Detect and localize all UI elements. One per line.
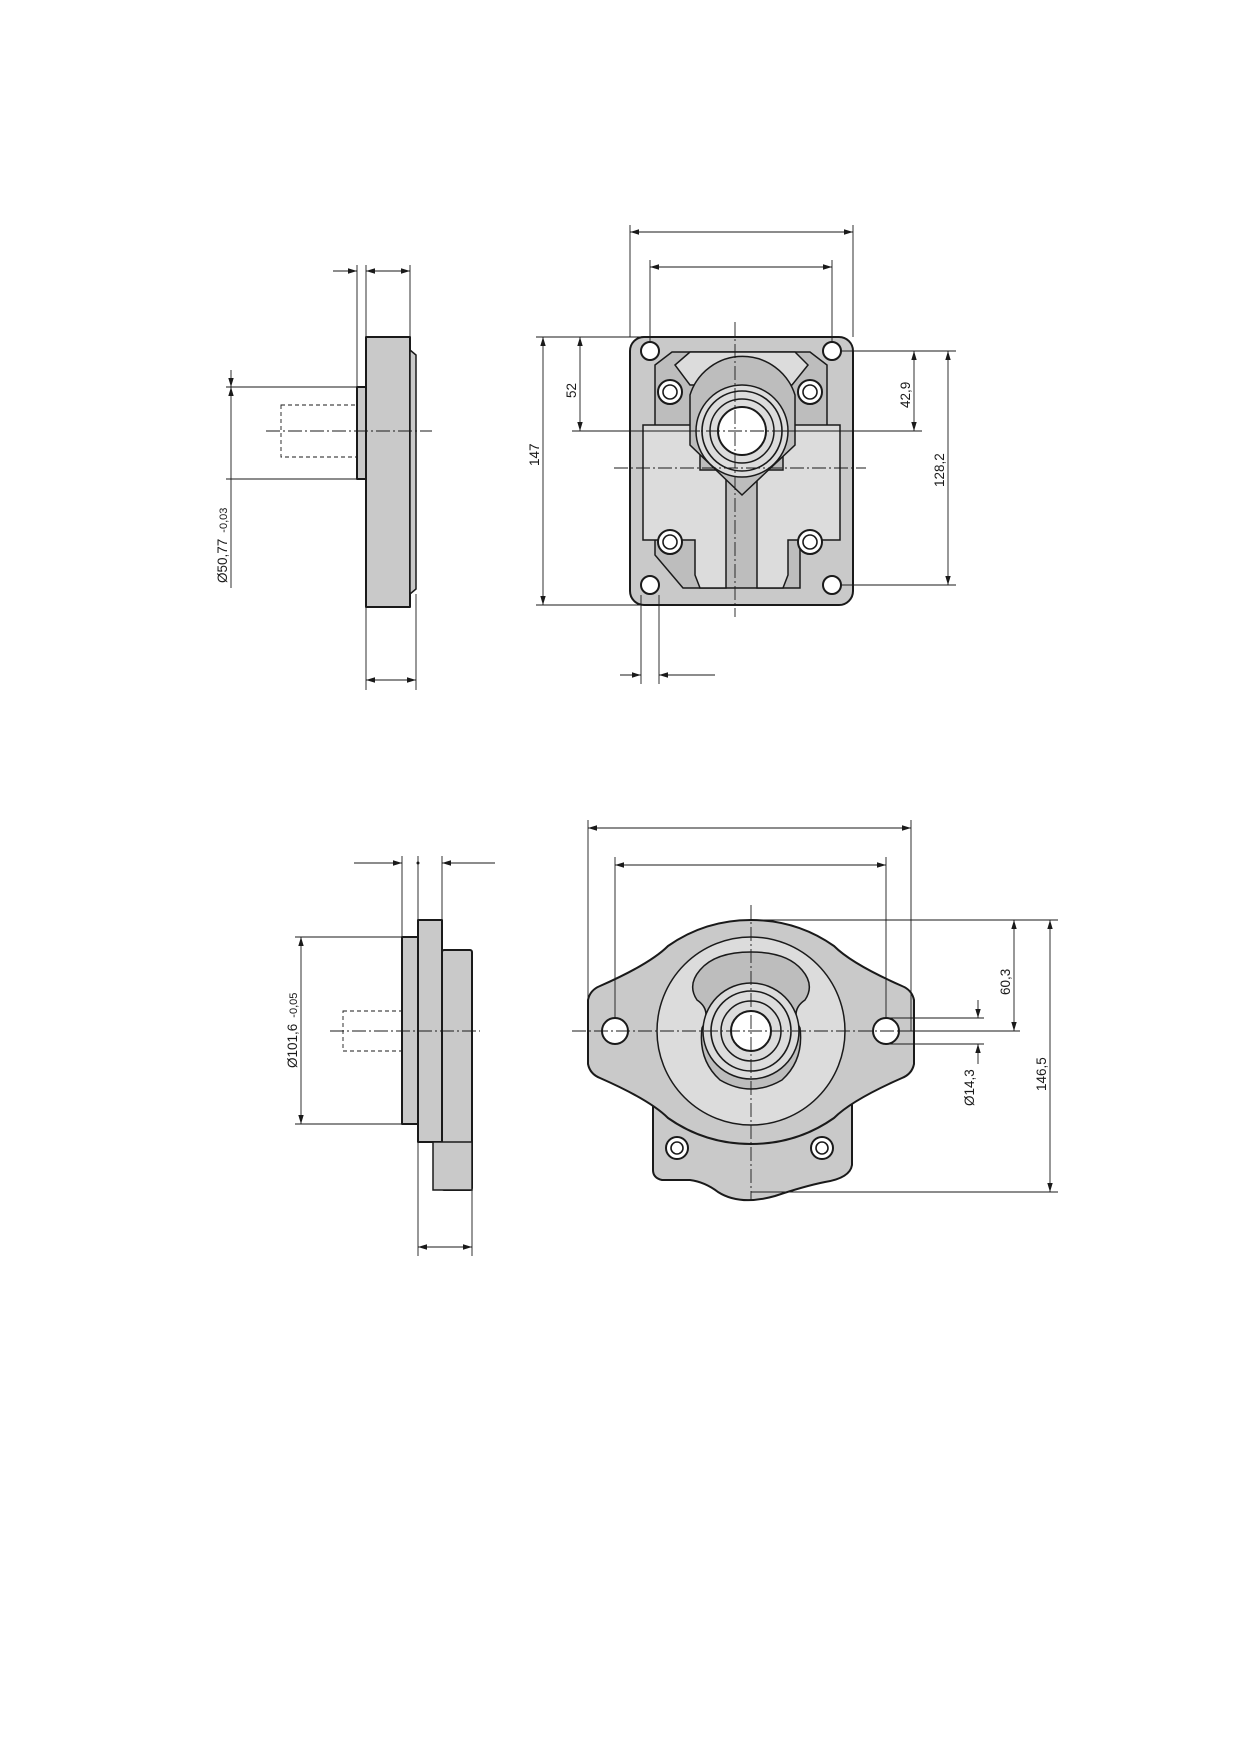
thread-hole-ur (797, 379, 823, 405)
mount-hole-tl (640, 341, 660, 361)
hole-spacing-label: 128,2 (932, 453, 947, 487)
total-height-label: 146,5 (1034, 1057, 1049, 1091)
top-side-view: Ø50,77-0,03 (215, 265, 432, 690)
thread-hole-lr (797, 529, 823, 555)
thread-hole-left-inner (670, 1141, 684, 1155)
flange-chamfer (409, 348, 417, 596)
top-front-view: 147 52 42,9 128,2 (527, 225, 956, 684)
mount-hole-br (822, 575, 842, 595)
hole-diameter-label: Ø14,3 (962, 1069, 977, 1106)
offset-label: 52 (564, 383, 579, 398)
pilot-ring (401, 936, 419, 1125)
flange-plate (365, 336, 411, 608)
mount-hole-bl (640, 575, 660, 595)
bottom-front-view: 60,3 Ø14,3 146,5 (572, 820, 1058, 1202)
thread-hole-ll (657, 529, 683, 555)
bottom-side-view: Ø101,6-0,05 (285, 856, 495, 1256)
mount-hole-tr (822, 341, 842, 361)
thread-hole-right (810, 1136, 834, 1160)
thread-hole-ul (657, 379, 683, 405)
hidden-bore (342, 1010, 403, 1052)
thread-hole-ll-inner (662, 534, 678, 550)
pilot-diameter-label: Ø101,6-0,05 (285, 993, 300, 1068)
flange-lower-lug (432, 1141, 473, 1191)
thread-hole-left (665, 1136, 689, 1160)
shaft-pilot (356, 386, 367, 480)
thread-hole-ur-inner (802, 384, 818, 400)
thread-hole-right-inner (815, 1141, 829, 1155)
dim-dot (416, 861, 420, 865)
shaft-diameter-label: Ø50,77-0,03 (215, 508, 230, 583)
upper-hole-label: 42,9 (898, 382, 913, 408)
thread-hole-lr-inner (802, 534, 818, 550)
height-label: 147 (527, 443, 542, 466)
center-height-label: 60,3 (998, 969, 1013, 995)
thread-hole-ul-inner (662, 384, 678, 400)
